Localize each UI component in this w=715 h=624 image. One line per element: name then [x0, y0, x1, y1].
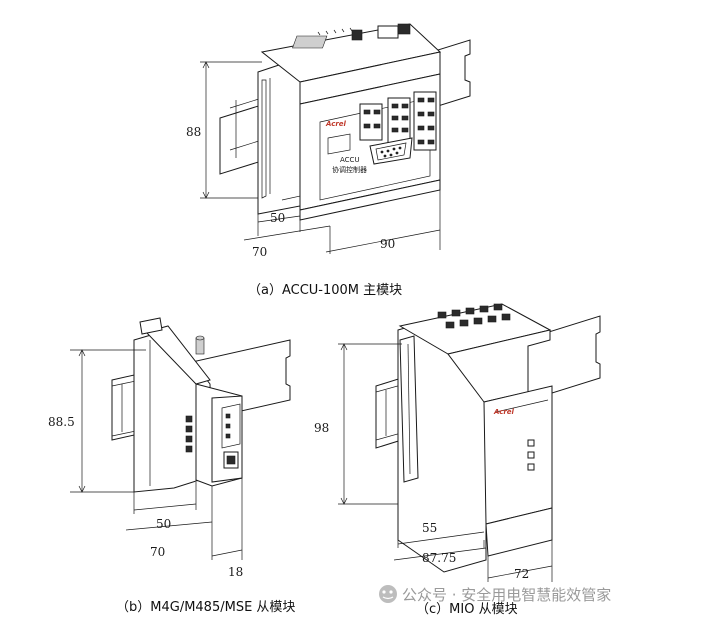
panel-label-a-2: 协调控制器 [332, 165, 367, 174]
led-panel-a [359, 91, 437, 151]
dim-a-height: 88 [186, 125, 201, 139]
terminal-block-c [437, 303, 511, 329]
dim-c-height: 98 [314, 421, 329, 435]
panel-label-a-1: ACCU [340, 156, 360, 164]
led-column-b [185, 415, 193, 453]
dim-a-depth-outer: 70 [252, 245, 267, 259]
dim-c-depth-inner: 55 [422, 521, 437, 535]
dim-b-width: 18 [228, 565, 243, 579]
dim-a-width: 90 [380, 237, 395, 251]
indicator-c-2 [527, 451, 535, 459]
dim-a-depth-inner: 50 [270, 211, 285, 225]
dim-c-width: 72 [514, 567, 529, 581]
caption-c: （c）MIO 从模块 [416, 602, 518, 617]
indicator-c-1 [527, 439, 535, 447]
dim-b-height: 88.5 [48, 415, 75, 429]
dimensions-b [70, 349, 243, 560]
wechat-icon [379, 585, 397, 603]
terminal-block-a [292, 23, 411, 49]
dimensions-a [200, 61, 441, 254]
serial-port-a [369, 137, 413, 165]
dim-b-depth-inner: 50 [156, 517, 171, 531]
dim-b-depth-outer: 70 [150, 545, 165, 559]
dim-c-depth-outer: 87.75 [422, 551, 456, 565]
figure-a-drawing: Acrel ACCU 协调控制器 [219, 23, 471, 221]
caption-a: （a）ACCU-100M 主模块 [248, 283, 403, 298]
indicator-c-3 [527, 463, 535, 471]
brand-logo-a: Acrel [325, 120, 347, 128]
brand-logo-c: Acrel [493, 408, 515, 416]
caption-b: （b）M4G/M485/MSE 从模块 [116, 600, 296, 615]
watermark-text: 公众号 · 安全用电智慧能效管家 [402, 586, 612, 604]
figure-b-drawing [111, 317, 291, 493]
dimensions-c [338, 343, 553, 582]
figure-c-drawing: Acrel [375, 303, 601, 573]
